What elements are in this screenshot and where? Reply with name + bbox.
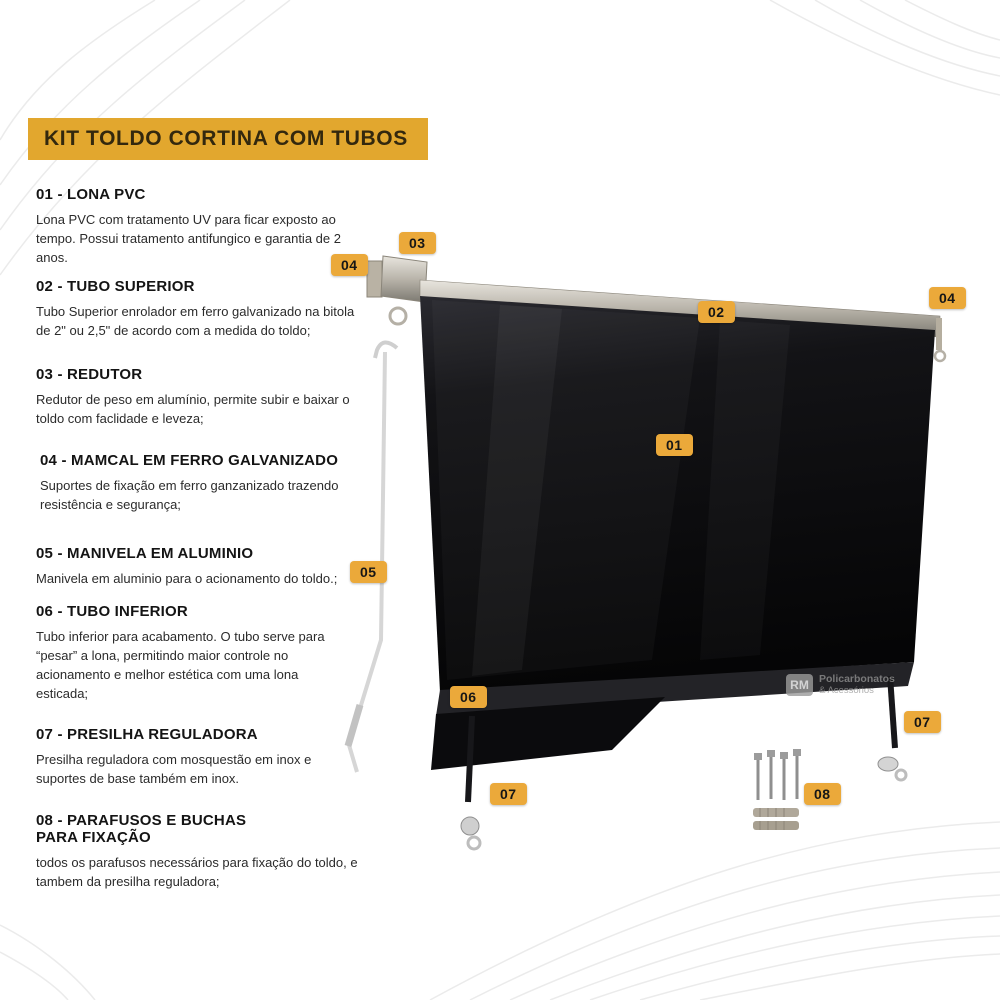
section-redutor: 03 - REDUTOR Redutor de peso em alumínio… bbox=[36, 366, 370, 429]
section-heading: 01 - LONA PVC bbox=[36, 186, 146, 203]
section-tubo-inferior: 06 - TUBO INFERIOR Tubo inferior para ac… bbox=[36, 603, 338, 703]
part-badge-06: 06 bbox=[450, 686, 487, 708]
brand-line1: Policarbonatos bbox=[819, 673, 895, 685]
section-lona-pvc: 01 - LONA PVC Lona PVC com tratamento UV… bbox=[36, 186, 370, 268]
section-tubo-superior: 02 - TUBO SUPERIOR Tubo Superior enrolad… bbox=[36, 278, 370, 341]
brand-text: Policarbonatos & Acessórios bbox=[819, 673, 895, 696]
section-manivela: 05 - MANIVELA EM ALUMINIO Manivela em al… bbox=[36, 545, 370, 589]
part-badge-07-left: 07 bbox=[490, 783, 527, 805]
page-title-text: KIT TOLDO CORTINA COM TUBOS bbox=[44, 127, 408, 150]
section-heading: 06 - TUBO INFERIOR bbox=[36, 603, 188, 620]
brand-logo: RM bbox=[786, 674, 813, 696]
part-badge-04-right: 04 bbox=[929, 287, 966, 309]
part-badge-05: 05 bbox=[350, 561, 387, 583]
section-heading: 05 - MANIVELA EM ALUMINIO bbox=[36, 545, 254, 562]
part-badge-02: 02 bbox=[698, 301, 735, 323]
section-heading: 04 - MAMCAL EM FERRO GALVANIZADO bbox=[40, 452, 339, 469]
section-body: Suportes de fixação em ferro ganzanizado… bbox=[40, 478, 339, 512]
part-badge-08: 08 bbox=[804, 783, 841, 805]
part-badge-03: 03 bbox=[399, 232, 436, 254]
section-body: Tubo inferior para acabamento. O tubo se… bbox=[36, 629, 325, 701]
redutor-icon bbox=[380, 255, 428, 326]
section-body: Tubo Superior enrolador em ferro galvani… bbox=[36, 304, 355, 338]
section-body: Lona PVC com tratamento UV para ficar ex… bbox=[36, 212, 341, 265]
section-heading: 03 - REDUTOR bbox=[36, 366, 143, 383]
brand-watermark: RM Policarbonatos & Acessórios bbox=[786, 673, 895, 696]
section-body: Redutor de peso em alumínio, permite sub… bbox=[36, 392, 350, 426]
part-badge-01: 01 bbox=[656, 434, 693, 456]
section-body: todos os parafusos necessários para fixa… bbox=[36, 855, 358, 889]
right-bracket-icon bbox=[933, 318, 947, 363]
awning-canvas-icon bbox=[420, 296, 935, 692]
section-mamcal: 04 - MAMCAL EM FERRO GALVANIZADO Suporte… bbox=[40, 452, 360, 515]
left-strap-hook-icon bbox=[460, 715, 482, 851]
screws-anchors-icon bbox=[753, 749, 801, 830]
page-title: KIT TOLDO CORTINA COM TUBOS bbox=[28, 118, 428, 160]
section-heading: 02 - TUBO SUPERIOR bbox=[36, 278, 195, 295]
section-heading: 07 - PRESILHA REGULADORA bbox=[36, 726, 258, 743]
brand-line2: & Acessórios bbox=[819, 684, 874, 696]
top-tube-icon bbox=[419, 279, 941, 338]
section-body: Manivela em aluminio para o acionamento … bbox=[36, 571, 338, 586]
section-body: Presilha reguladora com mosquestão em in… bbox=[36, 752, 312, 786]
part-badge-04-left: 04 bbox=[331, 254, 368, 276]
section-parafusos: 08 - PARAFUSOS E BUCHAS PARA FIXAÇÃO tod… bbox=[36, 812, 370, 892]
part-badge-07-right: 07 bbox=[904, 711, 941, 733]
section-presilha: 07 - PRESILHA REGULADORA Presilha regula… bbox=[36, 726, 348, 789]
section-heading: 08 - PARAFUSOS E BUCHAS PARA FIXAÇÃO bbox=[36, 812, 247, 846]
